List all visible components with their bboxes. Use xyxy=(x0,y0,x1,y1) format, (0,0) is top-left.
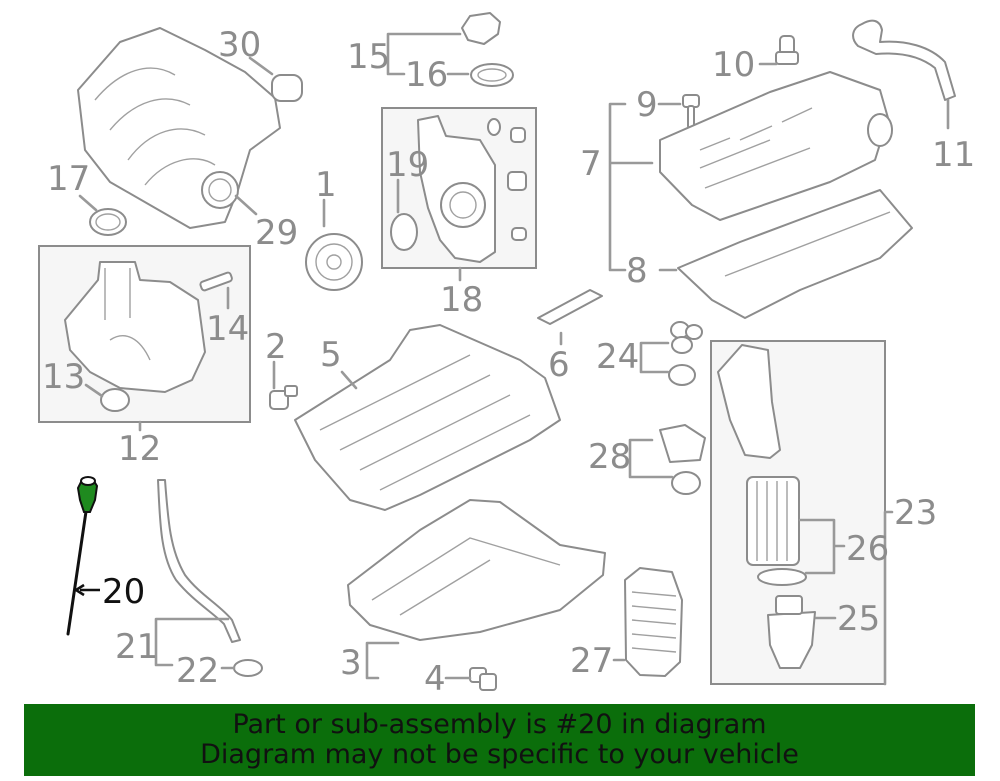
callout-17: 17 xyxy=(47,159,90,199)
plug-6 xyxy=(537,289,603,325)
seals-28 xyxy=(659,424,706,495)
seal-22 xyxy=(233,659,263,677)
callout-24: 24 xyxy=(596,337,639,377)
callout-1: 1 xyxy=(315,165,337,205)
callout-5: 5 xyxy=(320,335,342,375)
callout-4: 4 xyxy=(424,659,446,699)
callout-7: 7 xyxy=(580,144,602,184)
callout-18: 18 xyxy=(440,280,483,320)
callout-11: 11 xyxy=(932,135,975,175)
dipstick-tube-21 xyxy=(157,479,241,643)
rear-cover-19 xyxy=(390,115,527,263)
seal-17 xyxy=(89,208,127,236)
callout-16: 16 xyxy=(405,55,448,95)
crank-pulley-1 xyxy=(305,233,363,291)
callout-8: 8 xyxy=(626,251,648,291)
callout-2: 2 xyxy=(265,327,287,367)
part-notice-banner: Part or sub-assembly is #20 in diagram D… xyxy=(24,704,975,776)
callout-27: 27 xyxy=(570,641,613,681)
valve-cover-7 xyxy=(659,71,893,221)
callout-14: 14 xyxy=(206,309,249,349)
callout-25: 25 xyxy=(837,599,880,639)
callout-22: 22 xyxy=(176,651,219,691)
o-rings-24 xyxy=(668,321,703,386)
callout-23: 23 xyxy=(894,493,937,533)
sensor-10 xyxy=(775,35,799,65)
callout-12: 12 xyxy=(118,429,161,469)
leader-lines xyxy=(73,32,950,686)
callout-3: 3 xyxy=(340,643,362,683)
callout-21: 21 xyxy=(115,627,158,667)
callout-26: 26 xyxy=(846,529,889,569)
callout-9: 9 xyxy=(636,85,658,125)
oil-filter-housing-23 xyxy=(717,344,816,669)
oil-cooler-27 xyxy=(624,567,683,677)
drain-plug-4 xyxy=(469,667,497,691)
gasket-30 xyxy=(271,74,303,102)
banner-line-1: Part or sub-assembly is #20 in diagram xyxy=(232,709,767,740)
callout-20: 20 xyxy=(102,572,145,612)
intake-manifold xyxy=(77,27,281,229)
valve-cover-gasket-8 xyxy=(677,189,913,319)
bolt-9 xyxy=(682,94,700,129)
callout-28: 28 xyxy=(588,437,631,477)
lower-oil-pan-3 xyxy=(347,499,606,641)
bolt-2 xyxy=(269,385,298,410)
callout-13: 13 xyxy=(42,357,85,397)
oil-filler-cap-15-16 xyxy=(461,12,514,87)
callout-10: 10 xyxy=(712,45,755,85)
callout-15: 15 xyxy=(347,37,390,77)
callout-6: 6 xyxy=(548,345,570,385)
banner-line-2: Diagram may not be specific to your vehi… xyxy=(200,739,799,770)
breather-hose-11 xyxy=(852,19,956,101)
dipstick-20 xyxy=(66,476,99,636)
callout-19: 19 xyxy=(386,145,429,185)
callout-30: 30 xyxy=(218,25,261,65)
upper-oil-pan-5 xyxy=(294,324,561,511)
timing-cover-13-14 xyxy=(64,261,233,412)
callout-29: 29 xyxy=(255,213,298,253)
